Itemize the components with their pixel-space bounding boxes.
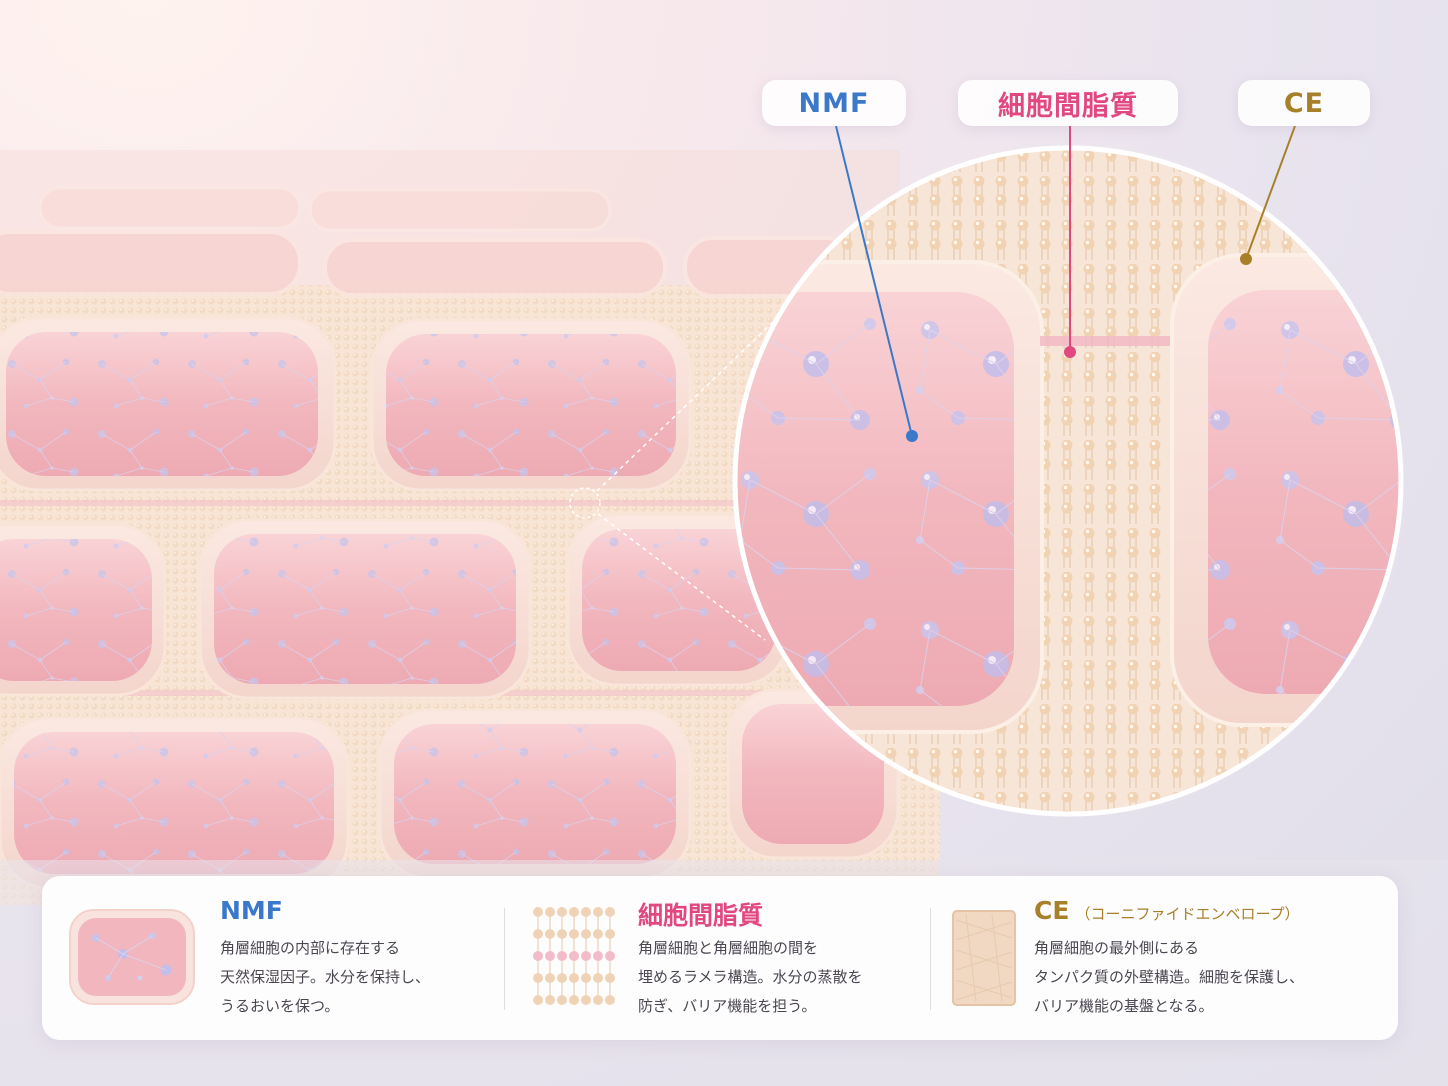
legend-title-lipid: 細胞間脂質 — [638, 901, 764, 930]
lipid-bead — [569, 973, 579, 983]
lamellar-lipid-icon — [533, 907, 615, 1005]
lipid-bead — [557, 973, 567, 983]
legend-title-ce: CE（コーニファイドエンベロープ） — [1034, 896, 1300, 925]
lipid-bead — [605, 907, 615, 917]
lipid-bead — [533, 929, 543, 939]
corneocyte-row-2 — [0, 513, 790, 700]
legend-divider — [930, 908, 931, 1010]
lipid-bead — [545, 929, 555, 939]
legend-desc-lipid: 角層細胞と角層細胞の間を 埋めるラメラ構造。水分の蒸散を 防ぎ、バリア機能を担う… — [638, 939, 863, 1015]
lipid-bead — [605, 951, 615, 961]
legend-item-ce: CE（コーニファイドエンベロープ） 角層細胞の最外側にある タンパク質の外壁構造… — [934, 876, 1394, 1040]
lipid-bead — [605, 995, 615, 1005]
nmf-cell-icon — [69, 909, 195, 1005]
lipid-bead — [581, 973, 591, 983]
lipid-bead — [593, 907, 603, 917]
lipid-bead — [557, 907, 567, 917]
legend-desc-ce: 角層細胞の最外側にある タンパク質の外壁構造。細胞を保護し、 バリア機能の基盤と… — [1034, 939, 1305, 1015]
lipid-bead — [605, 929, 615, 939]
nmf-callout-label: NMF — [762, 80, 906, 126]
lipid-bead — [533, 995, 543, 1005]
lipid-bead — [545, 951, 555, 961]
lipid-bead — [581, 995, 591, 1005]
ce-marker-dot — [1240, 253, 1252, 265]
lipid-bead — [533, 907, 543, 917]
ce-callout-label: CE — [1238, 80, 1370, 126]
cornified-envelope-icon — [952, 910, 1016, 1006]
corneocyte-row-1 — [0, 316, 692, 492]
ce-leader-line — [1245, 125, 1296, 260]
corneocyte-row-3 — [0, 688, 900, 890]
lipid-bead — [533, 973, 543, 983]
lipid-bead — [557, 995, 567, 1005]
lipid-bead — [533, 951, 543, 961]
lipid-bead — [593, 995, 603, 1005]
lipid-bead — [569, 951, 579, 961]
lipid-bead — [545, 973, 555, 983]
lipid-bead — [581, 907, 591, 917]
legend-panel: NMF 角層細胞の内部に存在する 天然保湿因子。水分を保持し、 うるおいを保つ。… — [42, 876, 1398, 1040]
legend-title-nmf: NMF — [220, 896, 283, 925]
legend-item-nmf: NMF 角層細胞の内部に存在する 天然保湿因子。水分を保持し、 うるおいを保つ。 — [42, 876, 502, 1040]
legend-divider — [504, 908, 505, 1010]
lipid-callout-label: 細胞間脂質 — [958, 80, 1178, 126]
lipid-marker-dot — [1064, 346, 1076, 358]
lipid-bead — [581, 951, 591, 961]
lipid-bead — [581, 929, 591, 939]
lipid-bead — [593, 929, 603, 939]
lipid-bead — [557, 929, 567, 939]
lipid-bead — [593, 973, 603, 983]
nmf-marker-dot — [906, 430, 918, 442]
lipid-bead — [569, 929, 579, 939]
lipid-bead — [593, 951, 603, 961]
lipid-bead — [605, 973, 615, 983]
nmf-leader-line — [835, 125, 913, 437]
legend-desc-nmf: 角層細胞の内部に存在する 天然保湿因子。水分を保持し、 うるおいを保つ。 — [220, 939, 431, 1015]
lipid-bead — [545, 907, 555, 917]
legend-item-lipid: 細胞間脂質 角層細胞と角層細胞の間を 埋めるラメラ構造。水分の蒸散を 防ぎ、バリ… — [508, 876, 928, 1040]
lipid-bead — [569, 907, 579, 917]
lipid-bead — [569, 995, 579, 1005]
lipid-bead — [557, 951, 567, 961]
magnified-view — [735, 148, 1401, 814]
lipid-bead — [545, 995, 555, 1005]
